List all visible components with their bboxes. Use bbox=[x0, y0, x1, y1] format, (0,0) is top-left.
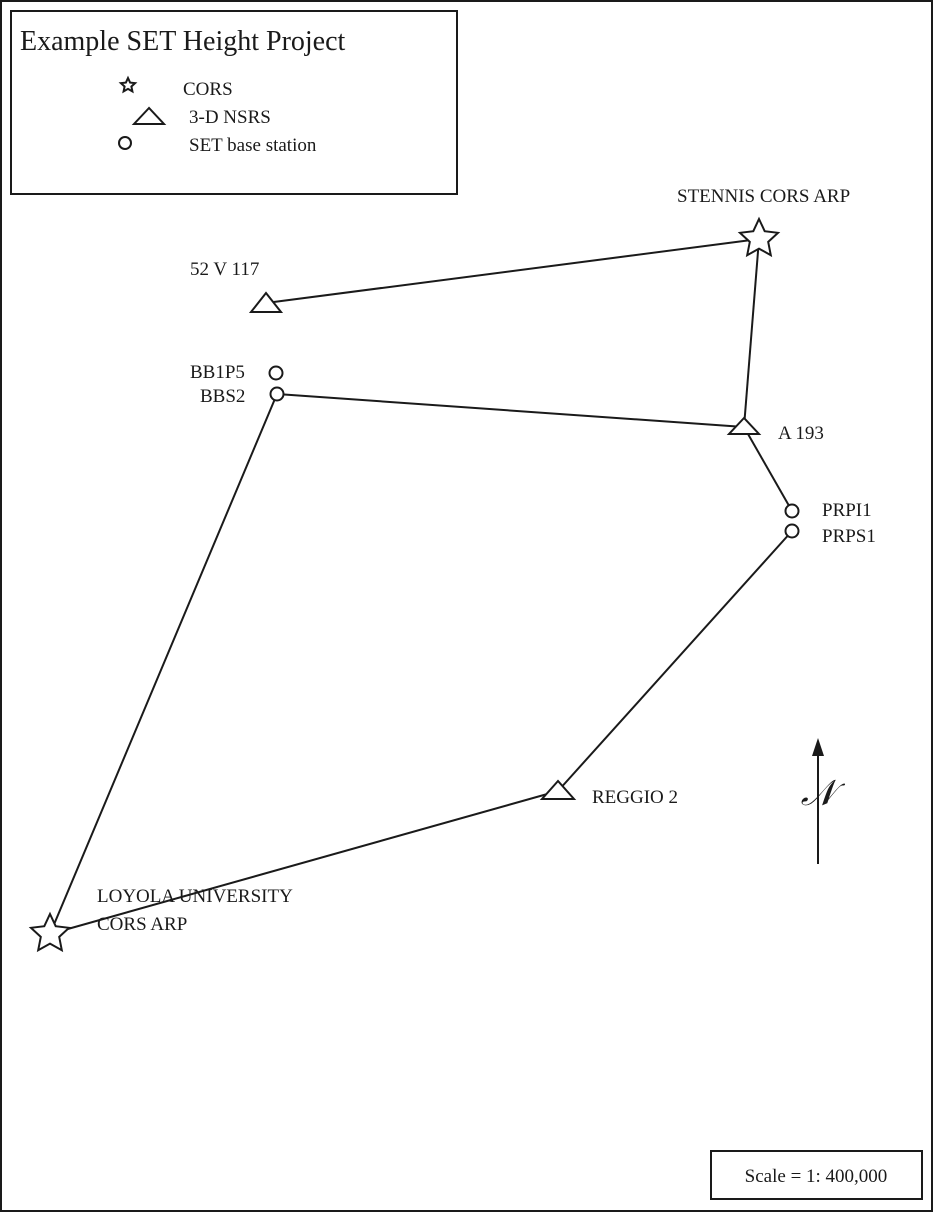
loyola-label-line-2: CORS ARP bbox=[97, 914, 187, 935]
north-arrow-label: 𝒩 bbox=[801, 773, 846, 813]
52v117-label: 52 V 117 bbox=[190, 259, 259, 280]
loyola-label-line-1: LOYOLA UNIVERSITY bbox=[97, 886, 293, 907]
prpi1-circle-icon bbox=[784, 503, 800, 519]
bbs2-circle-icon bbox=[269, 386, 285, 402]
scale-box-frame bbox=[710, 1150, 923, 1200]
prps1-label: PRPS1 bbox=[822, 526, 876, 547]
bb1p5-circle-icon bbox=[268, 365, 284, 381]
stennis-star-icon bbox=[737, 216, 781, 258]
line-52v117-stennis bbox=[265, 238, 760, 304]
legend-set-circle-icon bbox=[118, 136, 132, 150]
north-arrow: 𝒩 bbox=[801, 738, 846, 864]
network-lines bbox=[49, 238, 793, 935]
line-loyola-bbs2 bbox=[49, 393, 278, 935]
prpi1-label: PRPI1 bbox=[822, 500, 872, 521]
legend-box bbox=[10, 10, 458, 195]
legend-nsrs-label: 3-D NSRS bbox=[189, 107, 271, 128]
a193-label: A 193 bbox=[778, 423, 824, 444]
prps1-circle-icon bbox=[784, 523, 800, 539]
reggio2-triangle-icon bbox=[539, 779, 577, 800]
reggio2-label: REGGIO 2 bbox=[592, 787, 678, 808]
stennis-label: STENNIS CORS ARP bbox=[677, 186, 850, 207]
line-stennis-a193 bbox=[743, 238, 760, 428]
scale-box: Scale = 1: 400,000 bbox=[710, 1150, 923, 1200]
legend-cors-star-icon bbox=[118, 75, 138, 94]
legend: Example SET Height Project CORS 3-D NSRS… bbox=[10, 10, 458, 195]
loyola-star-icon bbox=[28, 911, 72, 953]
legend-set-label: SET base station bbox=[189, 135, 317, 156]
line-bbs2-a193 bbox=[276, 393, 745, 428]
scale-text: Scale = 1: 400,000 bbox=[745, 1166, 888, 1187]
line-a193-prpi1 bbox=[743, 426, 793, 512]
legend-title: Example SET Height Project bbox=[20, 26, 346, 57]
a193-triangle-icon bbox=[726, 416, 762, 435]
bb1p5-label: BB1P5 bbox=[190, 362, 245, 383]
52v117-triangle-icon bbox=[248, 291, 284, 313]
line-reggio2-loyola bbox=[49, 790, 559, 935]
line-prps1-reggio2 bbox=[557, 530, 793, 792]
legend-nsrs-triangle-icon bbox=[131, 106, 167, 125]
legend-cors-label: CORS bbox=[183, 79, 233, 100]
bbs2-label: BBS2 bbox=[200, 386, 245, 407]
north-arrow-head-icon bbox=[812, 738, 824, 756]
stations: STENNIS CORS ARP 52 V 117 BB1P5 BBS2 A 1… bbox=[28, 186, 876, 953]
